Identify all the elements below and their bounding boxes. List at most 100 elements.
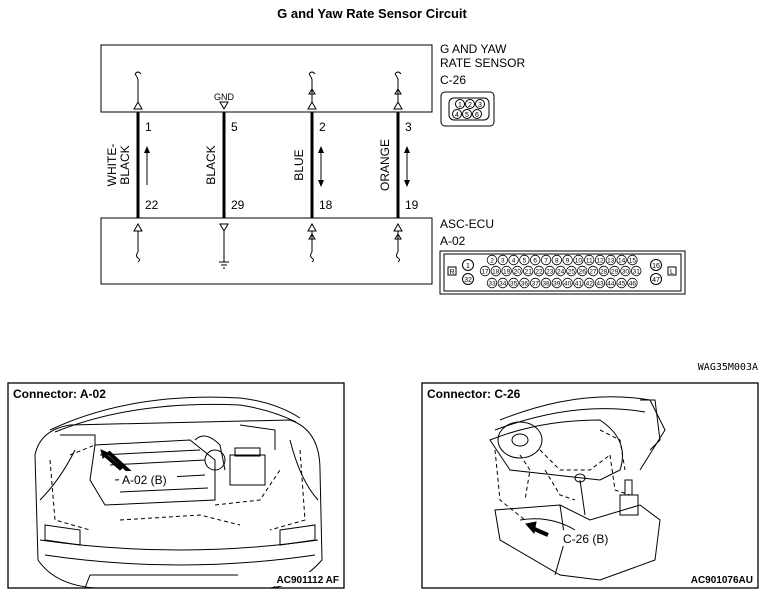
sensor-connector-label: C-26 <box>440 73 466 87</box>
panel-code: AC901112 AF <box>277 575 339 586</box>
ecu-pin-label: 45 <box>618 281 626 288</box>
ecu-pin-label: 23 <box>546 269 554 276</box>
ecu-pin-circle <box>584 277 595 289</box>
ecu-pin-circle <box>594 254 606 266</box>
ecu-pin-circle <box>551 277 563 289</box>
wire-color-label: BLACK <box>118 145 132 184</box>
arrow-head-icon <box>318 180 324 187</box>
ecu-pin-label: 17 <box>481 269 489 276</box>
callout-label: C-26 (B) <box>563 532 608 546</box>
ecu-connector-label: A-02 <box>440 234 466 248</box>
ecu-pin-circle <box>562 254 573 266</box>
sensor-pin-label: 6 <box>475 112 479 119</box>
sensor-pin-number: 3 <box>405 120 412 134</box>
sensor-connector-face: 1 2 3 4 5 6 <box>440 91 495 127</box>
ecu-pin-label: 32 <box>464 277 472 284</box>
ecu-pin-circle <box>523 265 534 277</box>
ecu-pin-label: 6 <box>533 258 537 265</box>
ecu-pin-number: 22 <box>145 198 159 212</box>
ecu-pin-label: 4 <box>512 258 516 265</box>
ecu-pin-circle <box>533 265 545 277</box>
ecu-pin-label: 39 <box>553 281 561 288</box>
ecu-pin-number: 19 <box>405 198 419 212</box>
ecu-pin-circle <box>479 265 491 277</box>
ecu-pin-circle <box>530 254 541 266</box>
ecu-pin-circle <box>577 265 588 277</box>
panel-title: Connector: C-26 <box>427 387 521 401</box>
ecu-pin-label: 12 <box>596 258 604 265</box>
ecu-pin-label: 42 <box>586 281 594 288</box>
ecu-pin-circle <box>490 265 502 277</box>
ecu-pin-circle <box>587 265 599 277</box>
ecu-pin-circle <box>508 277 519 289</box>
ecu-pin-label: 9 <box>566 258 570 265</box>
arrow-head-icon <box>144 146 150 153</box>
ecu-pin-circle <box>486 254 498 266</box>
callout-bg <box>560 530 618 546</box>
ecu-pin-circle <box>519 254 530 266</box>
terminal-triangle <box>393 100 403 110</box>
ecu-pin-circle <box>609 265 620 277</box>
ecu-pin-circle <box>540 254 552 266</box>
ecu-pin-label: 29 <box>611 269 619 276</box>
ecu-pin-label: 43 <box>596 281 604 288</box>
ecu-pin-label: 44 <box>607 281 615 288</box>
ecu-pin-circle <box>605 254 617 266</box>
ecu-pin-label: 8 <box>555 258 559 265</box>
ecu-pin-circle <box>551 254 563 266</box>
sensor-pin-label: 3 <box>478 102 482 109</box>
ecu-tag-left: R <box>449 269 454 276</box>
internal-line <box>308 71 316 102</box>
ecu-pin-circle <box>616 277 627 289</box>
internal-line <box>396 231 400 263</box>
ecu-pin-circle <box>544 265 556 277</box>
terminal-triangle <box>394 88 402 95</box>
internal-line <box>136 231 140 263</box>
ecu-pin-label: 28 <box>600 269 608 276</box>
ecu-pin-label: 15 <box>629 258 637 265</box>
ecu-pin-number: 18 <box>319 198 333 212</box>
sensor-pin-label: 1 <box>458 102 462 109</box>
ecu-pin-label: 16 <box>652 263 660 270</box>
ecu-pin-circle <box>501 265 512 277</box>
arrow-head-icon <box>318 146 324 153</box>
terminal-triangle <box>307 100 317 110</box>
ecu-pin-label: 25 <box>568 269 576 276</box>
ecu-pin-label: 26 <box>579 269 587 276</box>
ecu-pin-label: 14 <box>618 258 626 265</box>
ecu-pin-circle <box>627 254 638 266</box>
ecu-pin-label: 3 <box>501 258 505 265</box>
sensor-pin-number: 2 <box>319 120 326 134</box>
ecu-box <box>100 217 433 285</box>
ecu-name: ASC-ECU <box>440 217 494 231</box>
terminal-triangle <box>219 101 229 111</box>
ecu-pin-circle <box>566 265 577 277</box>
ecu-pin-label: 18 <box>492 269 500 276</box>
ecu-pin-label: 22 <box>535 269 543 276</box>
ecu-pin-label: 27 <box>589 269 597 276</box>
arrow-head-icon <box>404 180 410 187</box>
engine-bay-illustration <box>34 396 323 589</box>
sensor-pin-number: 1 <box>145 120 152 134</box>
internal-line <box>310 231 314 263</box>
ecu-pin-label: 31 <box>633 269 641 276</box>
ground-symbol <box>219 261 229 269</box>
ecu-pin-circle <box>594 277 606 289</box>
sensor-pin-label: 2 <box>468 102 472 109</box>
ecu-pin-label: 1 <box>466 263 470 270</box>
terminal-triangle <box>308 88 316 95</box>
ecu-pin-circle <box>497 277 509 289</box>
wire-color-label: ORANGE <box>378 139 392 191</box>
terminal-triangle <box>133 222 143 232</box>
ecu-pin-circle <box>584 254 595 266</box>
sensor-pin-label: 5 <box>465 112 469 119</box>
ecu-pin-circle <box>508 254 519 266</box>
ecu-pin-label: 21 <box>525 269 533 276</box>
ecu-pin-label: 20 <box>514 269 522 276</box>
arrow-icon <box>100 449 123 471</box>
interior-illustration <box>489 396 666 581</box>
ecu-pin-label: 5 <box>523 258 527 265</box>
